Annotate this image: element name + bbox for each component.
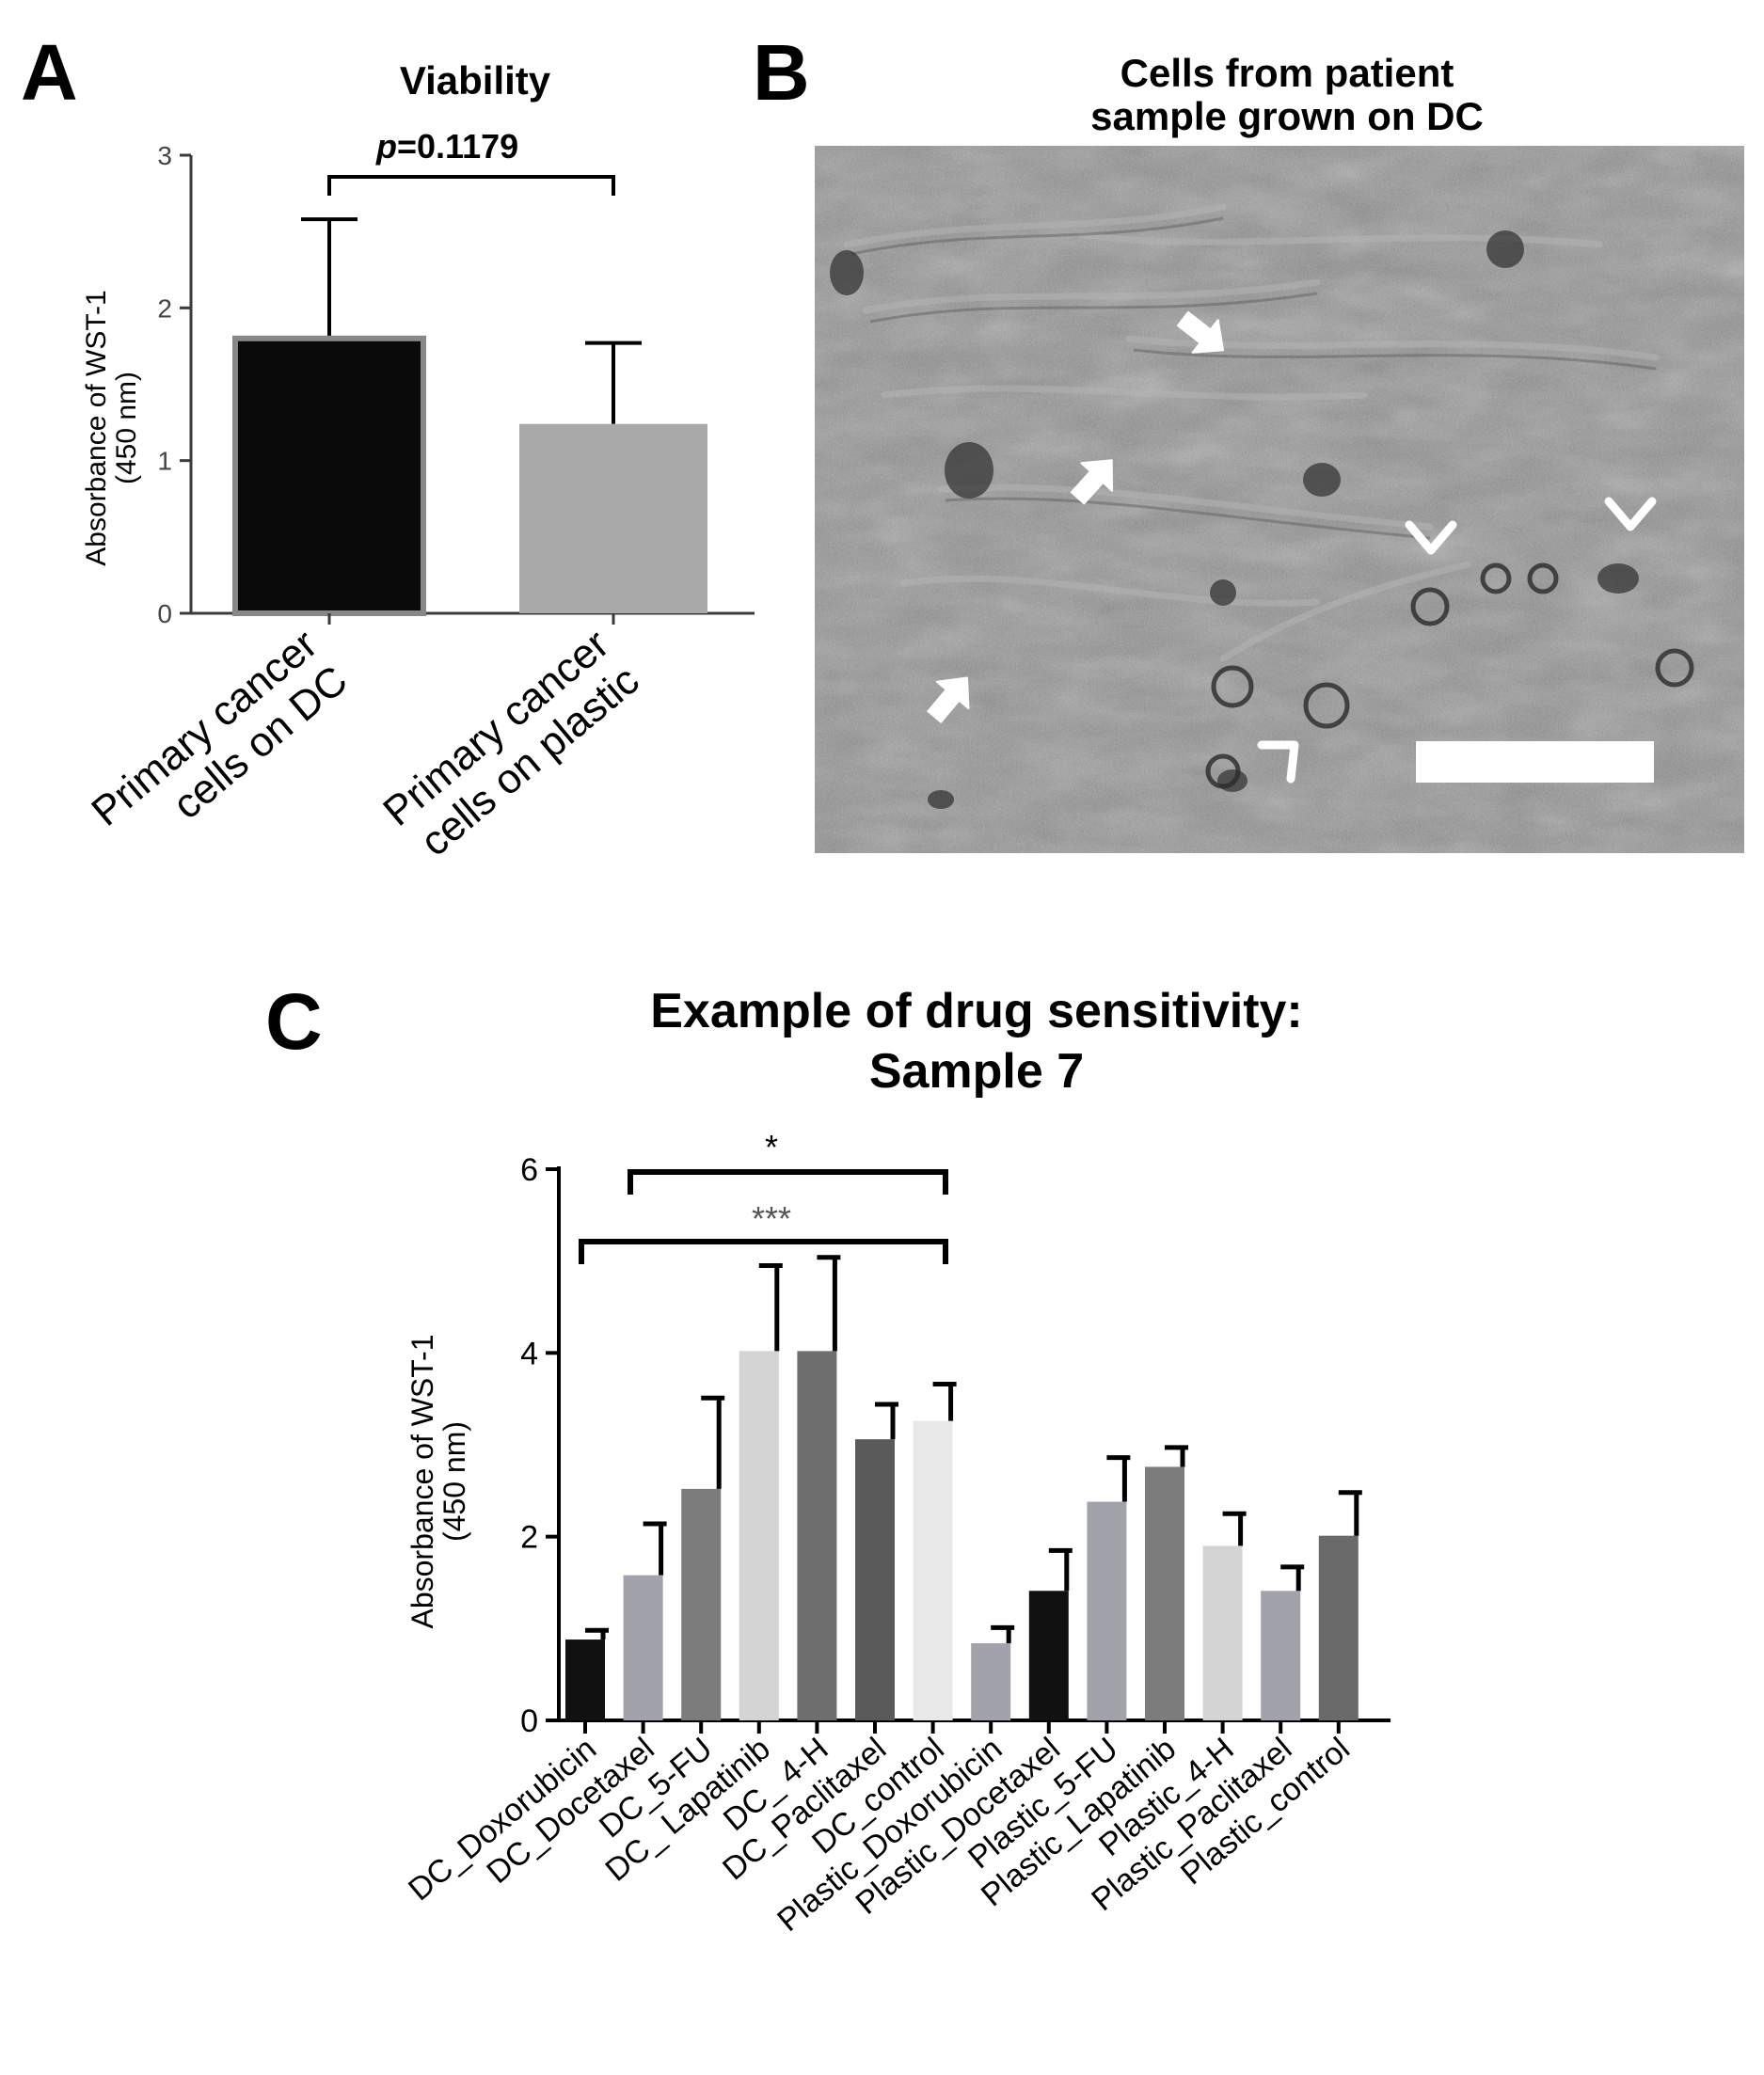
micrograph-arrows [927,310,1225,723]
panel-a-bars [232,217,707,625]
panel-c-bar [971,1642,1011,1720]
panel-c-sig-triple-star: *** [752,1199,791,1238]
panel-b-title-line2: sample grown on DC [1090,94,1484,138]
scale-bar [1416,741,1654,783]
panel-a-ylabel-line2: (450 nm) [111,372,142,484]
micrograph-image [815,146,1744,853]
panel-c-bar [739,1351,779,1720]
panel-a-bar [232,335,426,616]
panel-c-bar [1202,1545,1243,1720]
panel-c-bar [1261,1591,1301,1720]
panel-a-letter: A [21,28,78,117]
micrograph-arrowheads [1257,497,1657,784]
arrow-icon [1070,459,1114,505]
panel-c-title-line2: Sample 7 [869,1044,1084,1099]
panel-a-y-tick-label: 2 [157,293,172,323]
panel-c-bar [1145,1466,1184,1720]
panel-c-sig-star: * [765,1128,778,1166]
panel-a-category-2: Primary cancer cells on plastic [374,621,647,865]
panel-a-y-tick-label: 3 [157,141,172,170]
panel-c-y-ticks: 0 2 4 6 [520,1152,559,1739]
panel-a-title: Viability [400,58,551,103]
panel-a-y-tick-label: 0 [157,599,172,628]
panel-c-letter: C [265,977,323,1066]
panel-b: B Cells from patient sample grown on DC [753,28,1744,853]
panel-c-bar [1318,1535,1359,1720]
panel-a-ylabel-line1: Absorbance of WST-1 [81,290,112,565]
arrow-icon [927,676,970,723]
panel-c-ylabel-line2: (450 nm) [437,1421,471,1542]
panel-c-bar [1028,1591,1069,1720]
chevron-icon [1257,740,1299,784]
panel-b-letter: B [753,28,810,117]
chevron-down-icon [1604,497,1657,531]
arrow-icon [1176,310,1225,354]
panel-c-bar [913,1420,953,1720]
panel-c-title-line1: Example of drug sensitivity: [650,984,1303,1038]
panel-c-bar [1087,1501,1127,1720]
panel-c-y-tick-label: 0 [520,1703,538,1739]
panel-c-bar [855,1439,895,1720]
panel-c-y-tick-label: 2 [520,1520,538,1556]
panel-c-bracket-star [628,1169,948,1195]
panel-a: A Viability p=0.1179 Absorbance of WST-1… [21,28,755,865]
chevron-down-icon [1405,520,1457,555]
panel-a-pvalue: p=0.1179 [375,127,518,166]
panel-c-bar [623,1575,663,1720]
panel-a-bracket [327,175,615,196]
panel-a-category-1: Primary cancer cells on DC [83,621,356,835]
panel-c: C Example of drug sensitivity: Sample 7 … [265,977,1391,1939]
panel-c-y-tick-label: 4 [520,1336,538,1371]
panel-b-title-line1: Cells from patient [1120,51,1454,95]
panel-c-bar [797,1351,837,1720]
panel-c-bracket-triple-star [579,1239,948,1264]
panel-a-y-tick-label: 1 [157,447,172,476]
panel-c-bar [681,1488,722,1720]
panel-c-bars [565,1255,1362,1734]
panel-c-bar [565,1639,605,1720]
panel-a-bar [519,423,707,613]
panel-c-ylabel-line1: Absorbance of WST-1 [405,1334,439,1628]
panel-a-y-ticks: 0 1 2 3 [157,141,191,628]
panel-c-y-tick-label: 6 [520,1152,538,1188]
